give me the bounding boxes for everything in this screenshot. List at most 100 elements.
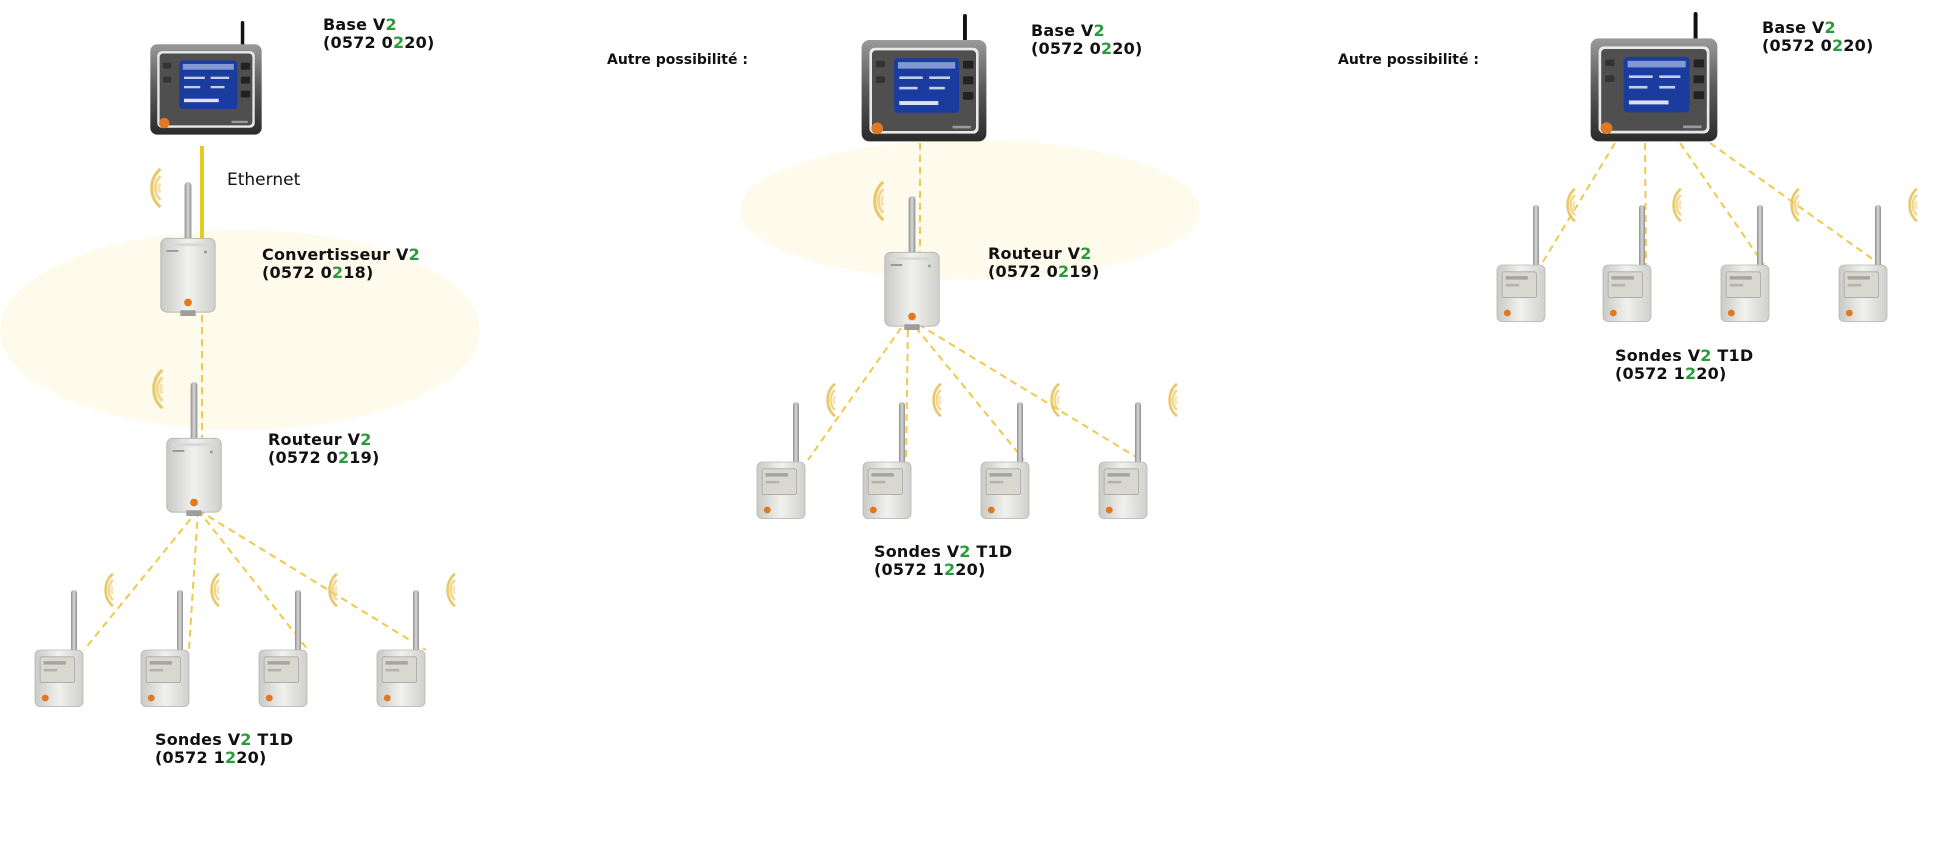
- base-3-name: Base V: [1762, 18, 1825, 37]
- wireless-signal-icon-probe-2-4: [1170, 384, 1177, 416]
- wireless-signal-icon-probe-2-1: [828, 384, 835, 416]
- wireless-signal-icon-router-1: [154, 370, 163, 408]
- link-base-probe-3-1: [1541, 143, 1615, 265]
- probes-1-name: Sondes V: [155, 730, 240, 749]
- label-base-1: Base V2 (0572 0220): [323, 16, 434, 52]
- link-router-probe-2-4: [908, 318, 1141, 460]
- base-2-code-post: 20): [1112, 39, 1142, 58]
- converter-1-title: Convertisseur V2: [262, 246, 420, 264]
- router-2-name: Routeur V: [988, 244, 1080, 263]
- label-router-1: Routeur V2 (0572 0219): [268, 431, 379, 467]
- probes-1-code-hi: 2: [225, 748, 236, 767]
- base-2-title: Base V2: [1031, 22, 1142, 40]
- probes-1-code-post: 20): [236, 748, 266, 767]
- base-station-icon-2: [862, 14, 987, 141]
- base-1-code: (0572 0220): [323, 34, 434, 52]
- wireless-signal-icon-probe-3-1: [1568, 189, 1575, 221]
- label-router-2: Routeur V2 (0572 0219): [988, 245, 1099, 281]
- probes-3-code-post: 20): [1696, 364, 1726, 383]
- base-1-name: Base V: [323, 15, 386, 34]
- probes-2-suffix: T1D: [971, 542, 1013, 561]
- probes-3-suffix: T1D: [1712, 346, 1754, 365]
- link-base-probe-3-3: [1680, 143, 1764, 265]
- probes-1-version: 2: [240, 730, 251, 749]
- probes-3-name: Sondes V: [1615, 346, 1700, 365]
- probe-icon-3-1: [1497, 205, 1545, 322]
- base-3-title: Base V2: [1762, 19, 1873, 37]
- base-1-code-pre: (0572 0: [323, 33, 393, 52]
- base-3-code-pre: (0572 0: [1762, 36, 1832, 55]
- link-router-probe-1-4: [198, 510, 426, 650]
- probe-icon-3-3: [1721, 205, 1769, 322]
- alt-label-2: Autre possibilité :: [607, 52, 748, 68]
- probes-3-version: 2: [1700, 346, 1711, 365]
- probe-icon-1-1: [35, 590, 83, 707]
- base-3-code: (0572 0220): [1762, 37, 1873, 55]
- probes-1-title: Sondes V2 T1D: [155, 731, 293, 749]
- wireless-signal-icon-probe-1-2: [212, 574, 219, 606]
- base-1-title: Base V2: [323, 16, 434, 34]
- base-2-version: 2: [1094, 21, 1105, 40]
- probes-1-code-pre: (0572 1: [155, 748, 225, 767]
- link-router-probe-2-3: [908, 318, 1024, 460]
- probe-icon-1-3: [259, 590, 307, 707]
- probes-2-code-hi: 2: [944, 560, 955, 579]
- base-station-icon-1: [150, 21, 261, 135]
- label-probes-1: Sondes V2 T1D (0572 1220): [155, 731, 293, 767]
- label-base-3: Base V2 (0572 0220): [1762, 19, 1873, 55]
- label-converter-1: Convertisseur V2 (0572 0218): [262, 246, 420, 282]
- probes-3-code-pre: (0572 1: [1615, 364, 1685, 383]
- converter-1-code-post: 18): [343, 263, 373, 282]
- probes-2-code: (0572 1220): [874, 561, 1012, 579]
- base-1-code-hi: 2: [393, 33, 404, 52]
- router-1-title: Routeur V2: [268, 431, 379, 449]
- router-icon-1: [167, 382, 221, 516]
- base-1-code-post: 20): [404, 33, 434, 52]
- router-2-code-pre: (0572 0: [988, 262, 1058, 281]
- converter-1-code-hi: 2: [332, 263, 343, 282]
- base-2-code-hi: 2: [1101, 39, 1112, 58]
- probes-2-code-pre: (0572 1: [874, 560, 944, 579]
- probes-1-code: (0572 1220): [155, 749, 293, 767]
- label-base-2: Base V2 (0572 0220): [1031, 22, 1142, 58]
- wireless-signal-icon-probe-3-2: [1674, 189, 1681, 221]
- probe-icon-2-4: [1099, 402, 1147, 519]
- base-3-code-hi: 2: [1832, 36, 1843, 55]
- link-router-probe-2-2: [906, 318, 908, 460]
- router-2-code-hi: 2: [1058, 262, 1069, 281]
- probes-3-title: Sondes V2 T1D: [1615, 347, 1753, 365]
- router-1-code-post: 19): [349, 448, 379, 467]
- router-2-code-post: 19): [1069, 262, 1099, 281]
- link-base-probe-3-2: [1645, 143, 1646, 265]
- base-2-code: (0572 0220): [1031, 40, 1142, 58]
- probe-icon-2-2: [863, 402, 911, 519]
- alt-label-3: Autre possibilité :: [1338, 52, 1479, 68]
- converter-1-version: 2: [409, 245, 420, 264]
- wireless-signal-icon-probe-3-3: [1792, 189, 1799, 221]
- base-3-code-post: 20): [1843, 36, 1873, 55]
- probes-2-title: Sondes V2 T1D: [874, 543, 1012, 561]
- probes-2-version: 2: [959, 542, 970, 561]
- router-2-title: Routeur V2: [988, 245, 1099, 263]
- converter-1-name: Convertisseur V: [262, 245, 409, 264]
- probes-1-suffix: T1D: [252, 730, 294, 749]
- base-3-version: 2: [1825, 18, 1836, 37]
- wireless-signal-icon-probe-1-1: [106, 574, 113, 606]
- label-probes-3: Sondes V2 T1D (0572 1 220): [1615, 347, 1753, 383]
- router-1-code: (0572 0219): [268, 449, 379, 467]
- router-2-code: (0572 0219): [988, 263, 1099, 281]
- base-1-version: 2: [386, 15, 397, 34]
- wireless-signal-icon-probe-1-4: [448, 574, 455, 606]
- label-probes-2: Sondes V2 T1D (0572 1220): [874, 543, 1012, 579]
- probe-icon-1-2: [141, 590, 189, 707]
- wireless-signal-icon-probe-2-3: [1052, 384, 1059, 416]
- probe-icon-3-2: [1603, 205, 1651, 322]
- probe-icon-1-4: [377, 590, 425, 707]
- router-1-code-pre: (0572 0: [268, 448, 338, 467]
- converter-1-code-pre: (0572 0: [262, 263, 332, 282]
- probe-icon-2-1: [757, 402, 805, 519]
- converter-1-code: (0572 0218): [262, 264, 420, 282]
- wireless-signal-icon-router-2: [875, 182, 884, 220]
- base-2-name: Base V: [1031, 21, 1094, 40]
